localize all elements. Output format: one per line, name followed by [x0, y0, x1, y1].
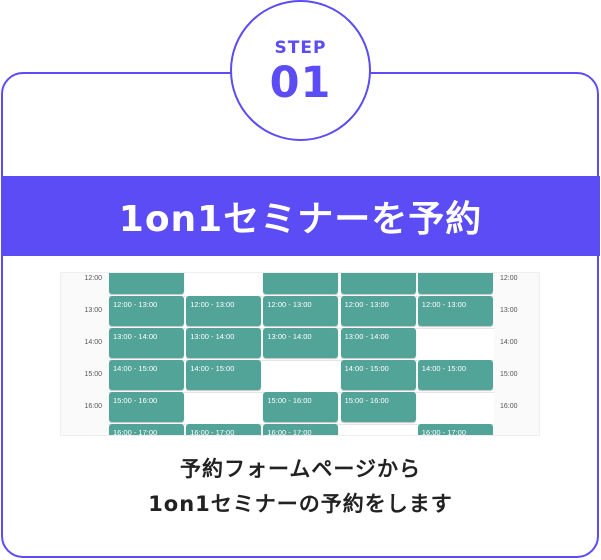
time-slot[interactable]: 14:00 - 15:00: [417, 360, 493, 390]
description-line-2: 1on1セミナーの予約をします: [148, 492, 453, 516]
time-slot[interactable]: 12:00 - 13:00: [186, 296, 262, 326]
time-slot[interactable]: 12:00 - 13:00: [340, 296, 416, 326]
hour-label-left: 16:00: [84, 403, 102, 410]
time-slot[interactable]: [417, 273, 493, 294]
time-slot[interactable]: 13:00 - 14:00: [340, 328, 416, 358]
hour-label-left: 15:00: [84, 371, 102, 378]
step-badge: STEP 01: [230, 0, 371, 141]
time-slot[interactable]: [263, 273, 339, 294]
time-slot[interactable]: 12:00 - 13:00: [109, 296, 184, 326]
time-slot[interactable]: 14:00 - 15:00: [340, 360, 416, 390]
hour-label-left: 14:00: [84, 339, 102, 346]
description-line-1: 予約フォームページから: [180, 457, 421, 481]
time-slot[interactable]: 12:00 - 13:00: [417, 296, 493, 326]
time-slot[interactable]: 14:00 - 15:00: [186, 360, 262, 390]
time-axis-left: 12:00 13:00 14:00 15:00 16:00: [61, 273, 108, 435]
time-slot[interactable]: 15:00 - 16:00: [340, 392, 416, 422]
time-slot[interactable]: [109, 273, 184, 294]
hour-label-left: 13:00: [84, 307, 102, 314]
time-slot[interactable]: 16:00 - 17:00: [186, 424, 262, 435]
step-description: 予約フォームページから 1on1セミナーの予約をします: [0, 452, 601, 522]
grid-line: [108, 360, 494, 361]
time-slot[interactable]: [340, 273, 416, 294]
hour-label-right: 12:00: [500, 275, 518, 282]
title-banner: 1on1セミナーを予約: [1, 176, 600, 256]
hour-label-right: 13:00: [500, 307, 518, 314]
hour-label-right: 14:00: [500, 339, 518, 346]
step-label: STEP: [274, 38, 327, 58]
time-slot[interactable]: 13:00 - 14:00: [263, 328, 339, 358]
time-slot[interactable]: 16:00 - 17:00: [417, 424, 493, 435]
time-slot[interactable]: 15:00 - 16:00: [109, 392, 184, 422]
time-slot[interactable]: 15:00 - 16:00: [263, 392, 339, 422]
hour-label-right: 16:00: [500, 403, 518, 410]
booking-calendar-screenshot: 12:00 13:00 14:00 15:00 16:00 12:00 13:00 14:0…: [60, 272, 540, 436]
banner-title: 1on1セミナーを予約: [118, 199, 483, 240]
time-slot[interactable]: 14:00 - 15:00: [109, 360, 184, 390]
hour-label-right: 15:00: [500, 371, 518, 378]
time-slot[interactable]: 16:00 - 17:00: [263, 424, 339, 435]
time-slot[interactable]: 13:00 - 14:00: [109, 328, 184, 358]
time-axis-right: 12:00 13:00 14:00 15:00 16:00: [494, 273, 539, 435]
step-number: 01: [269, 58, 332, 108]
time-slot[interactable]: 13:00 - 14:00: [186, 328, 262, 358]
time-slot[interactable]: 16:00 - 17:00: [109, 424, 184, 435]
time-slot[interactable]: 12:00 - 13:00: [263, 296, 339, 326]
hour-label-left: 12:00: [84, 275, 102, 282]
